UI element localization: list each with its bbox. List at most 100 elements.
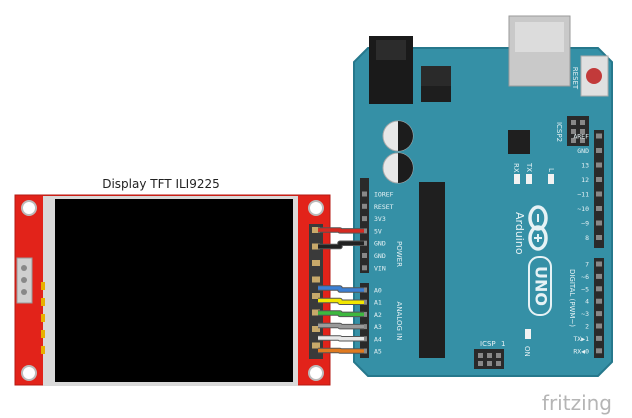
digital-pin — [596, 148, 602, 153]
atmega-chip — [419, 182, 445, 358]
digital-pin — [596, 162, 602, 168]
uno-label: UNO — [532, 266, 551, 306]
rx-led — [514, 174, 520, 184]
display-title: Display TFT ILI9225 — [102, 177, 220, 191]
digital-pin — [596, 298, 602, 304]
icsp-pin — [478, 361, 483, 366]
wire-a3 — [318, 323, 364, 329]
analog-pin-label: A4 — [374, 335, 382, 343]
analog-pin-label: A2 — [374, 311, 382, 319]
digital-pin — [596, 286, 602, 292]
wire-gnd — [318, 241, 364, 249]
display-header-pin — [312, 293, 320, 299]
display-header-pin — [312, 326, 320, 332]
connector-pad — [21, 277, 27, 283]
board-pcb — [353, 47, 613, 377]
pad — [41, 298, 45, 306]
tx-label: TX — [525, 162, 533, 172]
tx-led — [526, 174, 532, 184]
pad — [41, 330, 45, 338]
l-label: L — [547, 168, 555, 172]
uno-badge — [528, 256, 552, 316]
digital-pin-label: 8 — [585, 234, 589, 242]
analog-pin-label: A5 — [374, 348, 382, 356]
analog-pin-label: A3 — [374, 323, 382, 331]
digital-pin-label: TX▶1 — [573, 335, 589, 343]
power-pin-label: GND — [374, 252, 386, 260]
icsp-label: ICSP — [480, 340, 496, 348]
capacitor-mark — [398, 121, 413, 151]
digital-pin-label: 4 — [585, 298, 589, 306]
power-pin — [362, 265, 367, 271]
analog-pin — [362, 287, 367, 293]
power-pin — [362, 216, 367, 222]
power-pin-label: IOREF — [374, 191, 394, 199]
analog-header — [360, 283, 369, 358]
display-header-pin — [312, 260, 320, 266]
regulator-tab — [421, 66, 451, 86]
pad — [41, 346, 45, 354]
wire-group — [318, 227, 364, 354]
digital-pin-label: AREF — [573, 133, 589, 141]
power-pin — [362, 240, 367, 246]
power-jack-inner — [376, 40, 406, 60]
icsp2-pin — [580, 129, 585, 134]
analog-pin — [362, 299, 367, 305]
wire-a1 — [318, 298, 364, 304]
icsp-pin — [487, 353, 492, 358]
icsp2-pin — [571, 129, 576, 134]
on-label: ON — [523, 346, 531, 357]
icsp-pin — [478, 353, 483, 358]
mount-hole-tl — [21, 200, 37, 216]
tft-display-module — [14, 194, 331, 386]
display-header-pin — [312, 276, 320, 283]
digital-header-top — [594, 130, 604, 248]
pad — [41, 314, 45, 322]
reset-label: RESET — [571, 67, 579, 90]
mount-hole-br — [308, 365, 324, 381]
wire-a5 — [318, 348, 364, 353]
icsp2-label: ICSP2 — [555, 122, 563, 142]
analog-pin — [362, 311, 367, 317]
icsp2-pin — [580, 120, 585, 125]
power-pin — [362, 203, 367, 209]
icsp2-pin — [571, 138, 576, 143]
digital-pin — [596, 261, 602, 267]
usb-chip — [508, 130, 530, 154]
digital-pin — [596, 273, 602, 279]
reset-button[interactable] — [586, 68, 602, 84]
connector-pad — [21, 265, 27, 271]
analog-pin-label: A1 — [374, 299, 382, 307]
digital-pin-label: 13 — [581, 162, 589, 170]
display-header-pin — [312, 309, 320, 316]
digital-pin — [596, 206, 602, 211]
digital-pin-label: 2 — [585, 323, 589, 331]
display-header-pin — [312, 342, 320, 349]
power-header — [360, 178, 369, 273]
icsp-pin — [496, 353, 501, 358]
icsp2-pin — [571, 120, 576, 125]
on-led — [525, 329, 531, 339]
icsp-pin — [487, 361, 492, 366]
power-group-label: POWER — [395, 241, 403, 267]
usb-inner — [515, 22, 564, 52]
power-pin — [362, 191, 367, 197]
digital-pin — [596, 133, 602, 139]
lcd-screen — [55, 199, 293, 382]
power-pin-label: RESET — [374, 203, 394, 211]
digital-pin — [596, 235, 602, 240]
power-pin — [362, 253, 367, 258]
arduino-uno-board: RESET ICSP2 RX TX L Arduino UNO — [353, 15, 613, 377]
analog-pin-label: A0 — [374, 287, 382, 295]
rx-label: RX — [512, 163, 520, 173]
display-header-pin — [312, 243, 320, 250]
digital-pin-label: ~3 — [581, 310, 589, 318]
digital-header-bottom — [594, 258, 604, 358]
wire-a0 — [318, 286, 364, 292]
icsp-pin1-label: 1 — [501, 340, 505, 348]
wire-5v — [318, 228, 364, 233]
mount-hole-tr — [308, 200, 324, 216]
display-header-pin — [312, 227, 320, 233]
connector-pad — [21, 289, 27, 295]
